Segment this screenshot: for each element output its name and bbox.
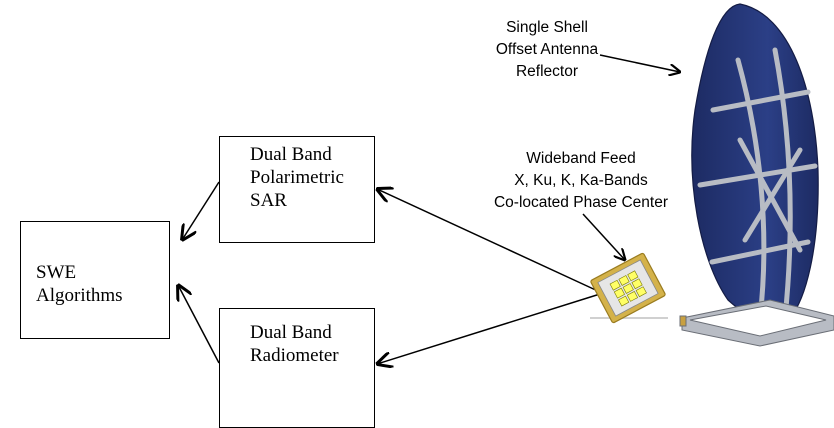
feed-callout-line-3: Co-located Phase Center [493,194,669,211]
feed-callout-line-2: X, Ku, K, Ka-Bands [514,172,648,189]
sar-label: Dual Band Polarimetric SAR [250,143,344,212]
radiometer-label-line-1: Dual Band [250,322,332,343]
sar-label-line-1: Dual Band [250,144,332,165]
reflector-callout-line-2: Offset Antenna [495,41,599,58]
offset-antenna-reflector-icon [679,3,834,347]
arrow-sar-to-swe [182,181,220,240]
reflector-callout-line-1: Single Shell [506,19,588,36]
arrow-feed-to-radiometer [377,293,601,364]
reflector-pointer [599,54,680,72]
radiometer-label: Dual Band Radiometer [250,321,339,367]
sar-label-line-3: SAR [250,190,287,211]
sar-label-line-2: Polarimetric [250,167,344,188]
swe-label-line-2: Algorithms [36,285,123,306]
swe-algorithms-box [20,221,170,339]
feed-callout-line-1: Wideband Feed [526,150,636,167]
reflector-callout: Single Shell Offset Antenna Reflector [480,17,614,83]
radiometer-box [219,308,375,428]
swe-algorithms-label: SWE Algorithms [36,261,123,307]
swe-label-line-1: SWE [36,262,77,283]
feed-pointer [582,213,625,260]
reflector-callout-line-3: Reflector [515,63,579,80]
wideband-feed-icon [590,252,668,324]
radiometer-label-line-2: Radiometer [250,345,339,366]
arrow-feed-to-sar [377,189,601,293]
arrow-radiometer-to-swe [178,285,220,364]
feed-callout: Wideband Feed X, Ku, K, Ka-Bands Co-loca… [477,148,685,214]
